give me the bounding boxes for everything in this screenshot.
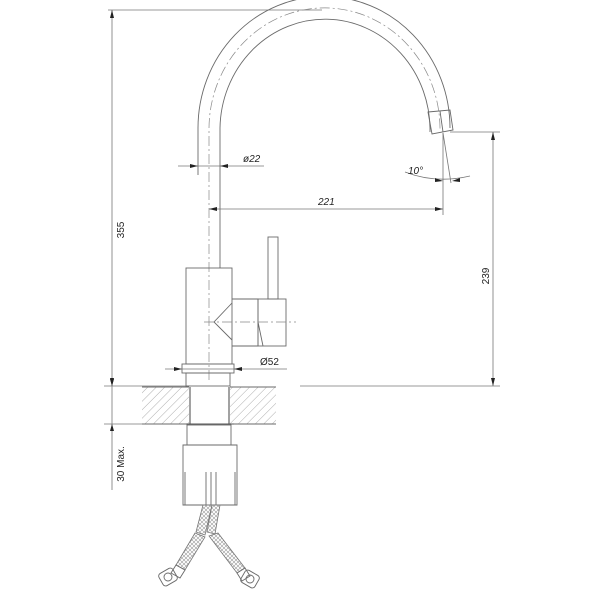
total-height-label: 355	[116, 221, 127, 238]
spout-height-label: 239	[481, 267, 492, 284]
spout-arc	[197, 0, 454, 380]
base-diameter-dimension: Ø52	[165, 357, 287, 371]
spout-reach-label: 221	[317, 197, 335, 208]
spout-reach-dimension: 221	[209, 133, 444, 215]
base-diameter-label: Ø52	[260, 357, 279, 368]
faucet-body	[181, 236, 296, 387]
supply-hoses	[158, 504, 260, 589]
counter-thickness-label: 30 Max.	[116, 446, 127, 482]
spout-angle-dimension: 10°	[404, 132, 471, 184]
counter-thickness-dimension: 30 Max.	[104, 379, 142, 490]
spout-diameter-label: ø22	[243, 154, 261, 165]
spout-diameter-dimension: ø22	[178, 154, 264, 168]
countertop-section	[142, 386, 276, 425]
total-height-dimension: 355	[104, 9, 322, 387]
spout-angle-label: 10°	[408, 166, 423, 177]
fixing-nut	[182, 424, 238, 506]
spout-height-dimension: 239	[300, 131, 500, 387]
